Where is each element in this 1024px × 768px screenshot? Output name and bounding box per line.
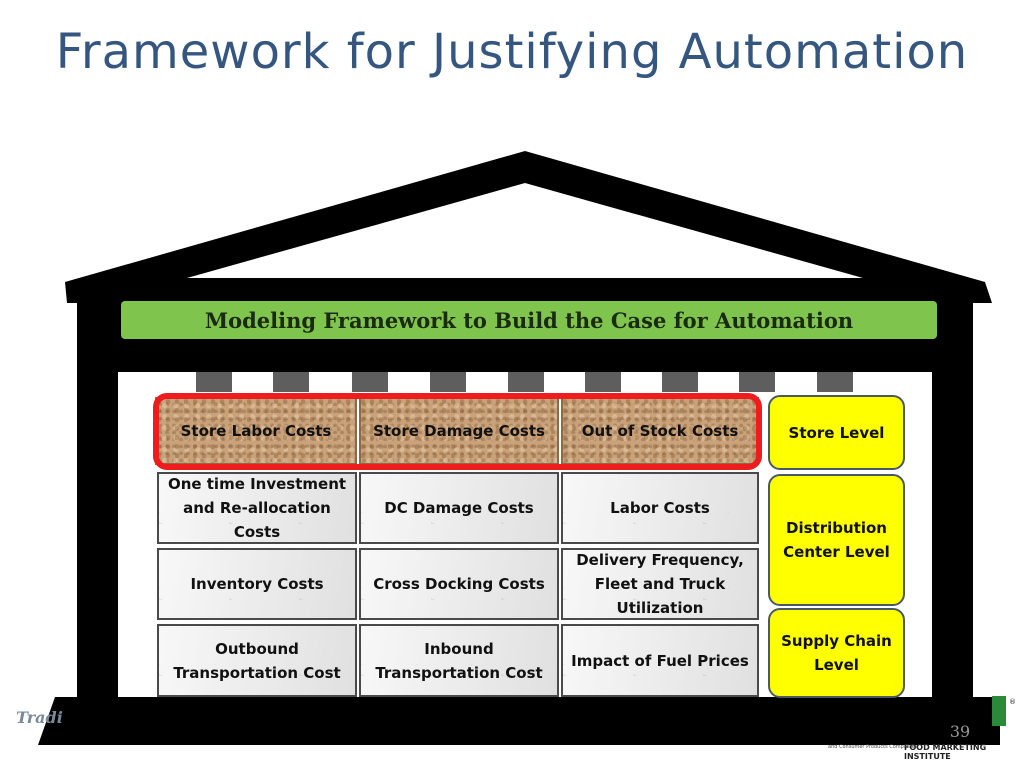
cell-store-labor-costs: Store Labor Costs: [155, 397, 357, 465]
page-number: 39: [949, 722, 971, 741]
cell-out-of-stock-costs: Out of Stock Costs: [561, 397, 759, 465]
cell-labor-costs: Labor Costs: [561, 472, 759, 544]
column-cap: [273, 372, 309, 392]
cell-dc-damage-costs: DC Damage Costs: [359, 472, 559, 544]
cell-inventory-costs: Inventory Costs: [157, 548, 357, 620]
cell-cross-docking-costs: Cross Docking Costs: [359, 548, 559, 620]
roof-inner: [187, 183, 863, 278]
column-cap: [817, 372, 853, 392]
column-cap: [508, 372, 544, 392]
column-cap: [352, 372, 388, 392]
cell-one-time-investment: One time Investment and Re-allocation Co…: [157, 472, 357, 544]
cell-inbound-transportation: Inbound Transportation Cost: [359, 624, 559, 697]
partner-logo-subtext: and Consumer Products Companies: [828, 744, 918, 750]
framework-banner: Modeling Framework to Build the Case for…: [121, 301, 937, 339]
cell-delivery-frequency: Delivery Frequency, Fleet and Truck Util…: [561, 548, 759, 620]
cell-outbound-transportation: Outbound Transportation Cost: [157, 624, 357, 697]
registered-mark: ®: [1009, 698, 1016, 706]
store-costs-highlight: [153, 393, 762, 470]
column-cap: [585, 372, 621, 392]
cell-store-damage-costs: Store Damage Costs: [359, 397, 559, 465]
cell-impact-of-fuel-prices: Impact of Fuel Prices: [561, 624, 759, 697]
store-level-box: Store Level: [768, 395, 905, 470]
column-cap: [196, 372, 232, 392]
slide-title: Framework for Justifying Automation: [55, 24, 969, 80]
supply-chain-level-box: Supply Chain Level: [768, 608, 905, 698]
column-cap: [739, 372, 775, 392]
fmi-logo-mark: [992, 696, 1006, 726]
partner-logo-left: Tradi: [16, 708, 63, 727]
fmi-logo-text: FOOD MARKETING INSTITUTE: [904, 743, 987, 761]
distribution-center-level-box: Distribution Center Level: [768, 474, 905, 606]
column-cap: [430, 372, 466, 392]
opening-right: [905, 372, 932, 700]
base-floor: [38, 697, 1000, 745]
column-cap: [662, 372, 698, 392]
opening-left: [118, 372, 156, 700]
